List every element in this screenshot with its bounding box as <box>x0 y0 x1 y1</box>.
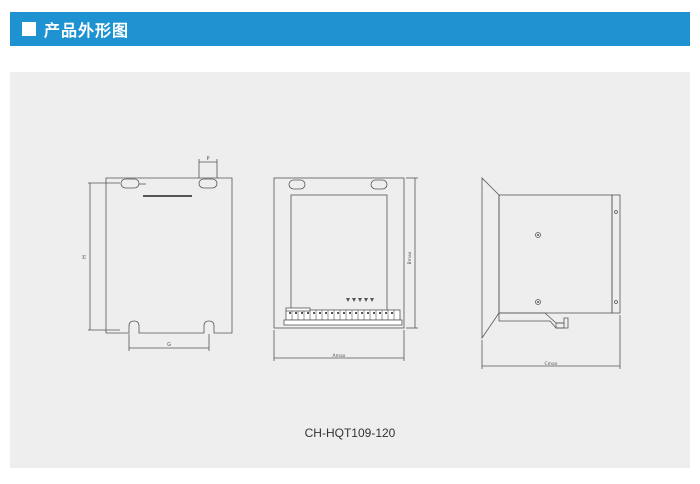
side-view-flange <box>273 177 405 329</box>
right-depth-label: Cmax <box>545 361 558 367</box>
right-view-flange <box>481 177 500 340</box>
front-pitch-label: P <box>206 156 209 162</box>
side-top-slot-right <box>370 179 388 190</box>
right-view-end-plate <box>611 194 621 314</box>
outline-drawing: H G P <box>82 156 621 369</box>
right-view-connector <box>498 312 569 329</box>
product-outline-panel: H G P <box>10 72 690 468</box>
front-width-label: G <box>167 342 171 348</box>
front-top-slot-left <box>120 178 140 189</box>
side-width-label: Amax <box>333 353 346 359</box>
side-view-inner-body <box>290 194 388 324</box>
section-title: 产品外形图 <box>44 21 130 40</box>
front-height-label: H <box>82 255 88 259</box>
side-bottom-rail <box>283 319 403 326</box>
model-name: CH-HQT109-120 <box>304 426 396 440</box>
terminal-block <box>285 309 401 321</box>
header-square-icon <box>22 22 36 36</box>
side-view <box>273 177 418 361</box>
right-view <box>481 177 621 369</box>
side-height-label: Bmax <box>407 251 413 264</box>
right-view-body <box>498 194 613 314</box>
front-view <box>88 159 233 351</box>
section-header: 产品外形图 <box>10 12 690 46</box>
front-label-plate <box>143 195 192 197</box>
terminal-top-row <box>285 307 311 312</box>
front-view-body <box>105 177 233 334</box>
side-top-slot-left <box>288 179 306 190</box>
front-top-slot-right <box>198 178 218 189</box>
